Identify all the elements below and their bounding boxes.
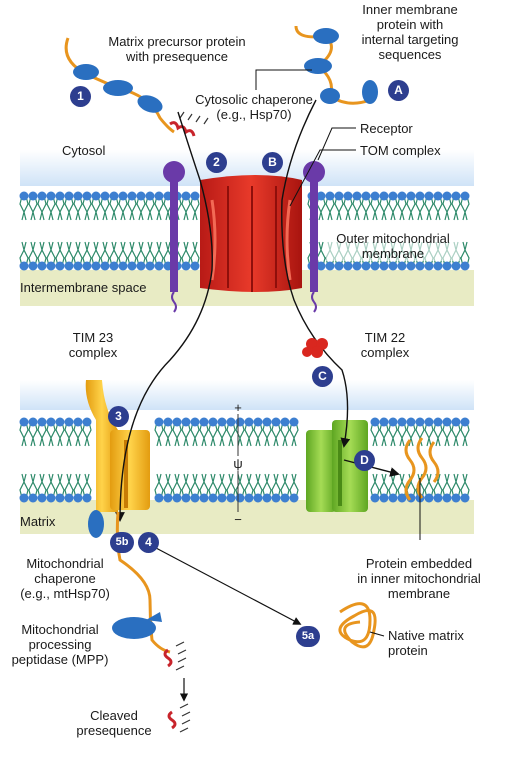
- step-c-badge: C: [312, 366, 333, 387]
- step-5a-badge: 5a: [296, 626, 320, 647]
- presequence-bottom: [163, 641, 187, 671]
- matrix-precursor-protein: [64, 37, 175, 134]
- inner-membrane: [19, 380, 474, 534]
- label-matrix: Matrix: [20, 514, 56, 529]
- chaperone-pointer: [255, 69, 312, 90]
- tim23-complex: [85, 380, 150, 512]
- step-b-badge: B: [262, 152, 283, 173]
- inner-membrane-protein: [294, 25, 378, 105]
- label-receptor: Receptor: [360, 121, 413, 136]
- mpp-peptidase: [112, 612, 162, 639]
- cleaved-presequence: [167, 703, 191, 733]
- embedded-protein: [404, 437, 440, 501]
- label-intermembrane-space: Intermembrane space: [20, 280, 147, 295]
- step-5b-badge: 5b: [110, 532, 134, 553]
- label-psi: ψ: [230, 456, 246, 471]
- import-path-presequence: [115, 111, 213, 522]
- step-1-badge: 1: [70, 86, 91, 107]
- step-d-badge: D: [354, 450, 375, 471]
- label-cytosol: Cytosol: [62, 143, 106, 158]
- step-a-badge: A: [388, 80, 409, 101]
- receptor-right: [303, 161, 325, 313]
- step-3-badge: 3: [108, 406, 129, 427]
- receptor-left: [163, 161, 185, 313]
- step-2-badge: 2: [206, 152, 227, 173]
- native-matrix-protein: [338, 602, 377, 649]
- label-plus: +: [234, 400, 242, 415]
- label-cytosolic-chaperone: Cytosolic chaperone(e.g., Hsp70): [195, 92, 313, 122]
- folding-arrow: [155, 547, 302, 625]
- small-tim-chaperone: [302, 338, 328, 358]
- label-leaders: [289, 127, 421, 637]
- label-tom-complex: TOM complex: [360, 143, 441, 158]
- step-4-badge: 4: [138, 532, 159, 553]
- label-minus: −: [234, 512, 242, 527]
- tom-complex: [200, 175, 302, 292]
